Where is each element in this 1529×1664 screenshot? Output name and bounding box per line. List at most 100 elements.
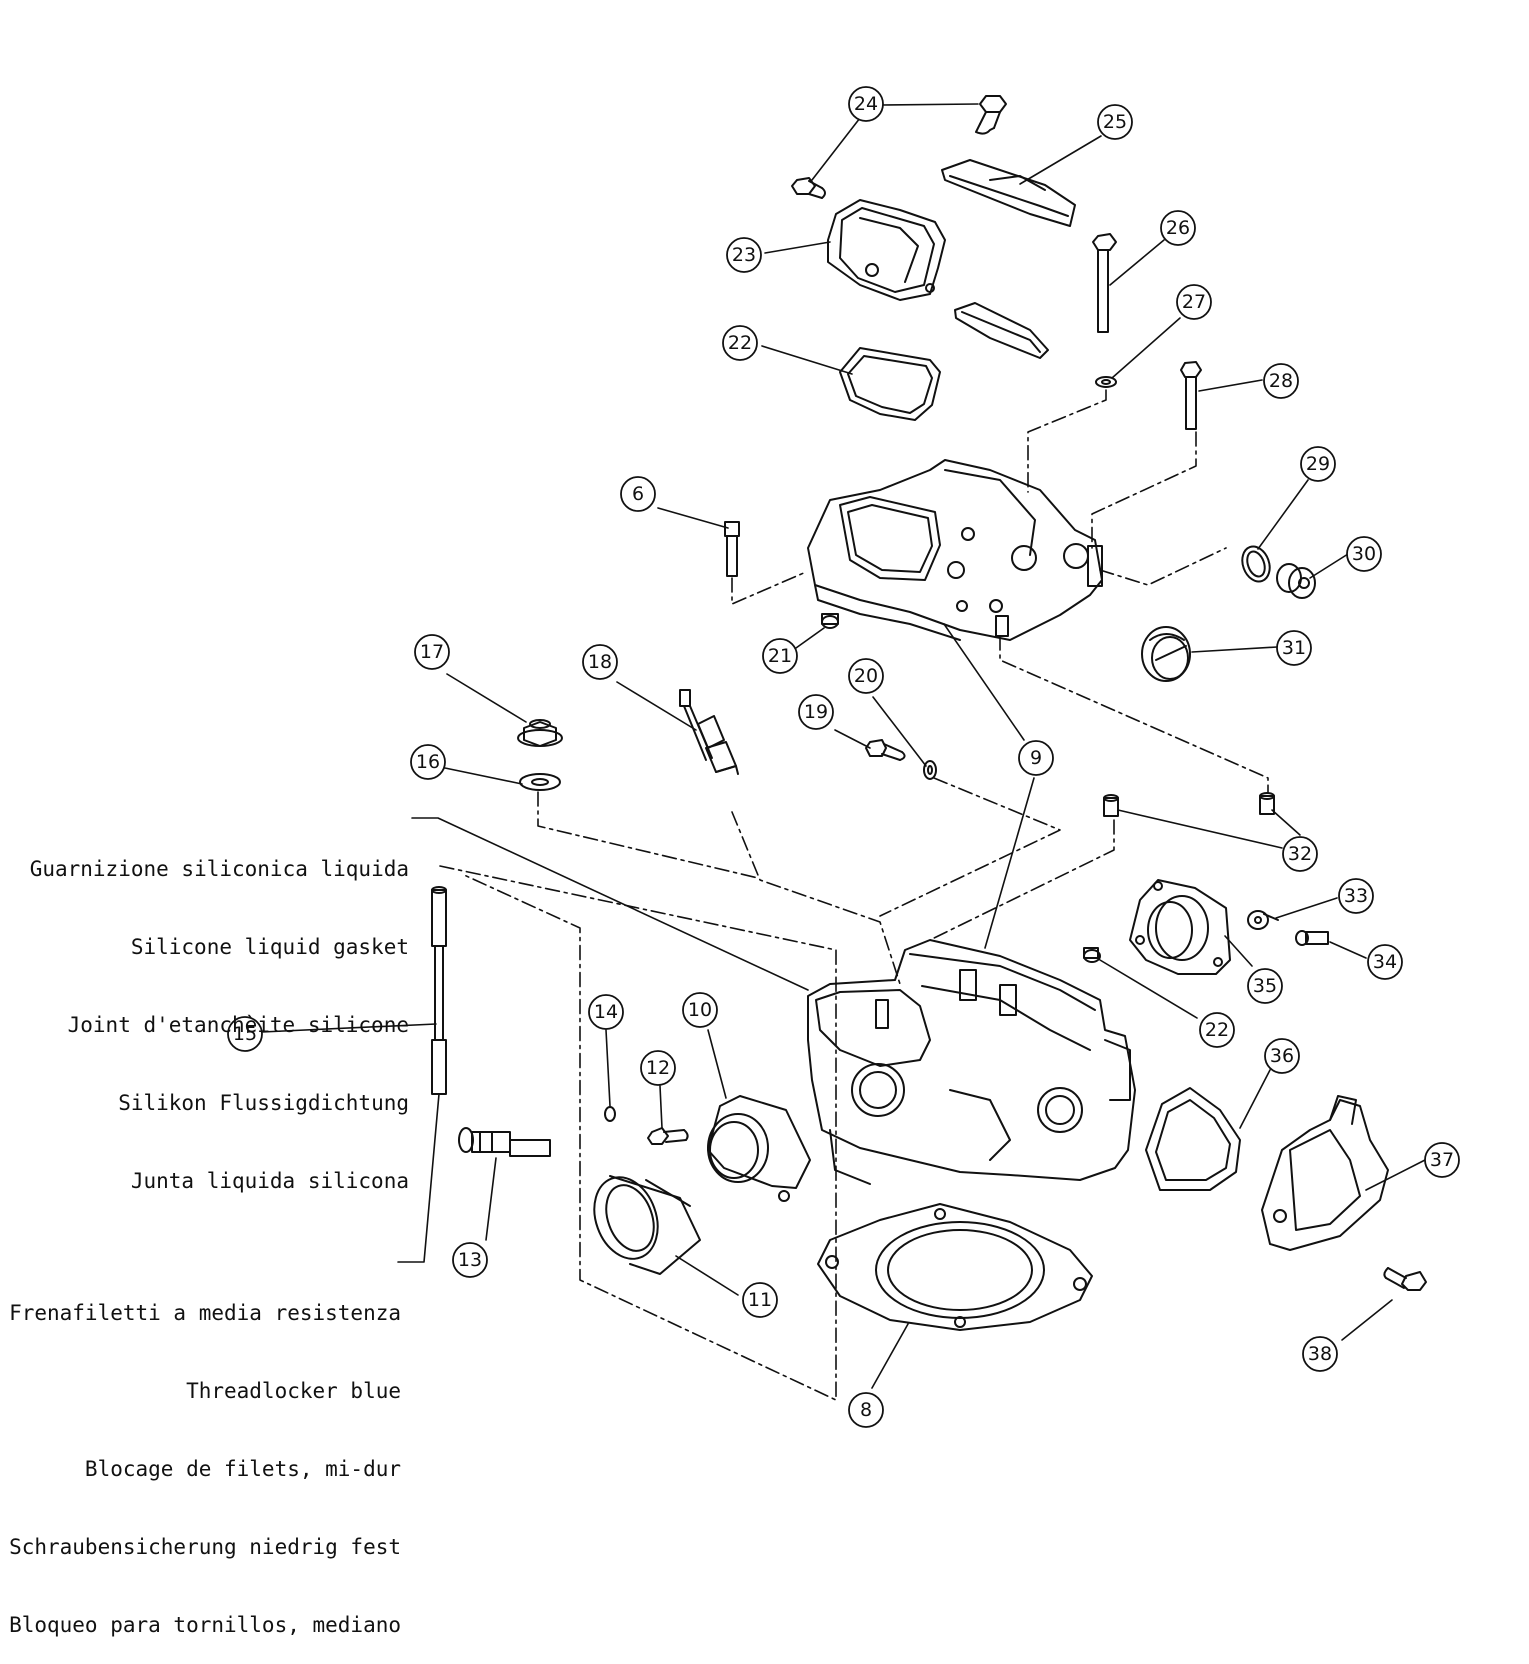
callout-circle-16 [410, 744, 446, 780]
callout-numbers: 24 25 23 26 27 22 28 29 30 6 31 21 17 18… [233, 93, 1454, 1421]
part-intake-flange-10 [707, 1095, 811, 1202]
callout-circle-13 [452, 1242, 488, 1278]
callout-circle-30 [1346, 536, 1382, 572]
callout-33: 33 [1344, 885, 1368, 907]
threadlocker-note-en: Threadlocker blue [186, 1379, 401, 1403]
part-washer-20 [923, 760, 937, 780]
threadlocker-note-de: Schraubensicherung niedrig fest [9, 1535, 401, 1559]
callout-circle-23 [726, 237, 762, 273]
callout-circles [227, 86, 1460, 1428]
sealant-note: Guarnizione siliconica liquida Silicone … [30, 804, 409, 1220]
sealant-note-de: Silikon Flussigdichtung [118, 1091, 409, 1115]
callout-9: 9 [1030, 747, 1042, 769]
threadlocker-note: Frenafiletti a media resistenza Threadlo… [9, 1248, 401, 1664]
part-flange-35 [1129, 879, 1231, 975]
callout-32: 32 [1288, 843, 1312, 865]
part-cap-31 [1141, 626, 1191, 682]
callout-30: 30 [1352, 543, 1376, 565]
callout-circle-14 [588, 994, 624, 1030]
part-head-gasket-8 [817, 1203, 1093, 1331]
part-bolt-12 [647, 1127, 689, 1145]
callout-circle-8 [848, 1392, 884, 1428]
callout-circle-17 [414, 634, 450, 670]
part-bolt-38 [1383, 1267, 1427, 1291]
callout-8: 8 [860, 1399, 872, 1421]
callout-circle-11 [742, 1282, 778, 1318]
callout-circle-29 [1300, 446, 1336, 482]
callout-17: 17 [420, 641, 444, 663]
part-plug-30 [1276, 563, 1316, 599]
callout-circle-25 [1097, 104, 1133, 140]
part-gasket-36 [1145, 1087, 1241, 1191]
callout-circle-18 [582, 644, 618, 680]
callout-16: 16 [416, 751, 440, 773]
callout-23: 23 [732, 244, 756, 266]
part-spark-plug-18 [679, 689, 739, 775]
threadlocker-note-it: Frenafiletti a media resistenza [9, 1301, 401, 1325]
callout-18: 18 [588, 651, 612, 673]
callout-circle-10 [682, 992, 718, 1028]
sealant-note-it: Guarnizione siliconica liquida [29, 857, 409, 881]
callout-circle-12 [640, 1050, 676, 1086]
callout-circle-34 [1367, 944, 1403, 980]
callout-6: 6 [632, 483, 644, 505]
part-intake-boot-11 [593, 1175, 701, 1275]
part-nut-17 [517, 719, 563, 747]
callout-circle-6 [620, 476, 656, 512]
part-bolt-24b [791, 177, 826, 199]
assembly-lines [439, 389, 1269, 1401]
part-pump-cover-37 [1261, 1095, 1389, 1251]
part-gasket-22 [839, 347, 941, 421]
part-plug-22b [1083, 947, 1101, 963]
callout-circle-28 [1263, 363, 1299, 399]
callout-circle-22 [722, 325, 758, 361]
callout-circle-26 [1160, 210, 1196, 246]
callout-circle-38 [1302, 1336, 1338, 1372]
callout-circle-22b [1199, 1012, 1235, 1048]
exploded-parts-diagram: 24 25 23 26 27 22 28 29 30 6 31 21 17 18… [227, 86, 1460, 1428]
callout-19: 19 [804, 701, 828, 723]
callout-circle-27 [1176, 284, 1212, 320]
callout-21: 21 [768, 645, 792, 667]
part-oring-14 [604, 1106, 616, 1122]
callout-circle-31 [1276, 630, 1312, 666]
callout-34: 34 [1373, 951, 1397, 973]
part-clip-33 [1247, 910, 1279, 930]
part-oring-29 [1241, 545, 1271, 583]
part-gasket-small [954, 302, 1049, 359]
callout-circle-9 [1018, 740, 1054, 776]
part-washer-16 [519, 773, 561, 791]
callout-25: 25 [1103, 111, 1127, 133]
sealant-note-en: Silicone liquid gasket [130, 935, 409, 959]
part-long-bolt-26 [1092, 233, 1117, 333]
part-bolt-34 [1295, 930, 1329, 946]
callout-20: 20 [854, 665, 878, 687]
callout-29: 29 [1306, 453, 1330, 475]
callout-circle-15 [227, 1016, 263, 1052]
part-fitting-13 [458, 1127, 551, 1157]
part-washer-27 [1095, 376, 1117, 388]
part-bolt-6 [724, 521, 740, 577]
callout-28: 28 [1269, 370, 1293, 392]
callout-circle-20 [848, 658, 884, 694]
callout-35: 35 [1253, 975, 1277, 997]
callout-24: 24 [854, 93, 878, 115]
part-plug-21 [821, 613, 839, 629]
part-cover-plate-25 [941, 159, 1076, 227]
callout-15: 15 [233, 1023, 257, 1045]
callout-22b: 22 [1205, 1019, 1229, 1041]
sealant-note-fr: Joint d'etanchèite silicone [67, 1013, 409, 1037]
part-bolt-28 [1180, 361, 1202, 430]
part-dowel-32a [1103, 794, 1119, 817]
sealant-note-es: Junta liquida silicona [130, 1169, 409, 1193]
callout-22: 22 [728, 332, 752, 354]
part-valve-cover-23 [827, 199, 946, 301]
callout-circle-32 [1282, 836, 1318, 872]
callout-37: 37 [1430, 1149, 1454, 1171]
callout-27: 27 [1182, 291, 1206, 313]
leader-lines [261, 103, 1426, 1389]
callout-14: 14 [594, 1001, 618, 1023]
callout-circle-19 [798, 694, 834, 730]
callout-11: 11 [748, 1289, 772, 1311]
threadlocker-note-fr: Blocage de filets, mi-dur [84, 1457, 401, 1481]
